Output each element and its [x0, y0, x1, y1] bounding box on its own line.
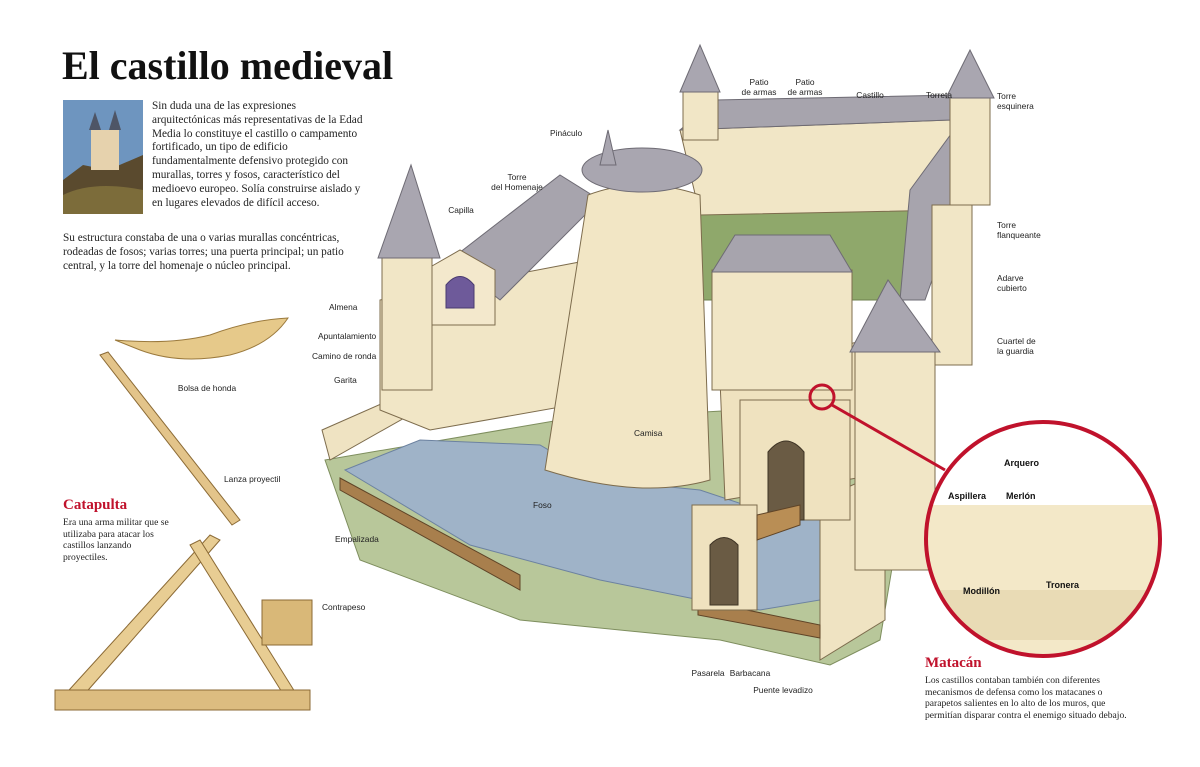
label-corbel: Modillón — [963, 586, 1000, 596]
label-pinnacle: Pináculo — [550, 128, 583, 138]
catapult — [54, 317, 313, 711]
label-merlon: Merlón — [1006, 491, 1036, 501]
label-camisa: Camisa — [634, 428, 663, 438]
label-counterweight: Contrapeso — [322, 602, 366, 612]
label-castillo: Castillo — [856, 90, 884, 100]
catapult-arm — [99, 351, 241, 526]
label-almena: Almena — [329, 302, 358, 312]
corner-tower-roof — [945, 48, 995, 99]
back-left-tower-roof — [679, 43, 721, 93]
label-barbican: Barbacana — [729, 668, 771, 678]
catapult-description: Era una arma militar que se utilizaba pa… — [63, 517, 169, 563]
zoom-connector — [831, 403, 946, 472]
castle-photo — [63, 100, 143, 214]
label-palisade: Empalizada — [335, 534, 379, 544]
chapel-window — [445, 276, 475, 309]
keep-top — [581, 147, 703, 193]
back-left-tower — [682, 89, 719, 141]
structure-paragraph: Su estructura constaba de una o varias m… — [63, 232, 344, 272]
barbican-arch — [709, 537, 739, 606]
zoom-corbel-band — [926, 590, 1160, 640]
label-drawbridge: Puente levadizo — [753, 685, 813, 695]
flanking-tower — [931, 204, 973, 366]
label-walkway: Pasarela — [691, 668, 725, 678]
catapult-title: Catapulta — [63, 497, 128, 513]
zoom-marker — [808, 383, 836, 411]
label-chapel: Capilla — [448, 205, 474, 215]
guard-house-roof — [711, 234, 853, 273]
left-tower — [381, 254, 433, 391]
label-moat: Foso — [533, 500, 552, 510]
right-round-tower — [854, 349, 936, 571]
page-title: El castillo medieval — [62, 43, 394, 88]
gate-arch — [767, 440, 805, 521]
label-sling: Bolsa de honda — [177, 383, 237, 393]
label-shoring: Apuntalamiento — [318, 331, 377, 341]
intro-paragraph: Sin duda una de las expresiones arquitec… — [152, 100, 363, 209]
label-wall-walk: Camino de ronda — [312, 351, 377, 361]
label-loophole: Aspillera — [948, 491, 987, 501]
drawbridge — [756, 504, 801, 541]
right-round-tower-roof — [849, 279, 941, 353]
corner-tower — [949, 94, 991, 206]
machicolation-title: Matacán — [925, 655, 982, 671]
label-torreta: Torreta — [925, 90, 953, 100]
catapult-sling-bag — [114, 317, 289, 360]
label-archer: Arquero — [1004, 458, 1040, 468]
catapult-counterweight — [261, 599, 313, 646]
palisade — [339, 477, 521, 591]
label-garita: Garita — [334, 375, 357, 385]
label-embrasure: Tronera — [1046, 580, 1080, 590]
guard-house — [711, 269, 853, 391]
catapult-base — [54, 689, 311, 711]
machicolation-description: Los castillos contaban también con difer… — [925, 675, 1127, 721]
zoom-circle — [924, 420, 1162, 658]
label-arm: Lanza proyectil — [224, 474, 281, 484]
left-tower-roof — [377, 163, 441, 259]
pinnacle — [599, 129, 617, 166]
